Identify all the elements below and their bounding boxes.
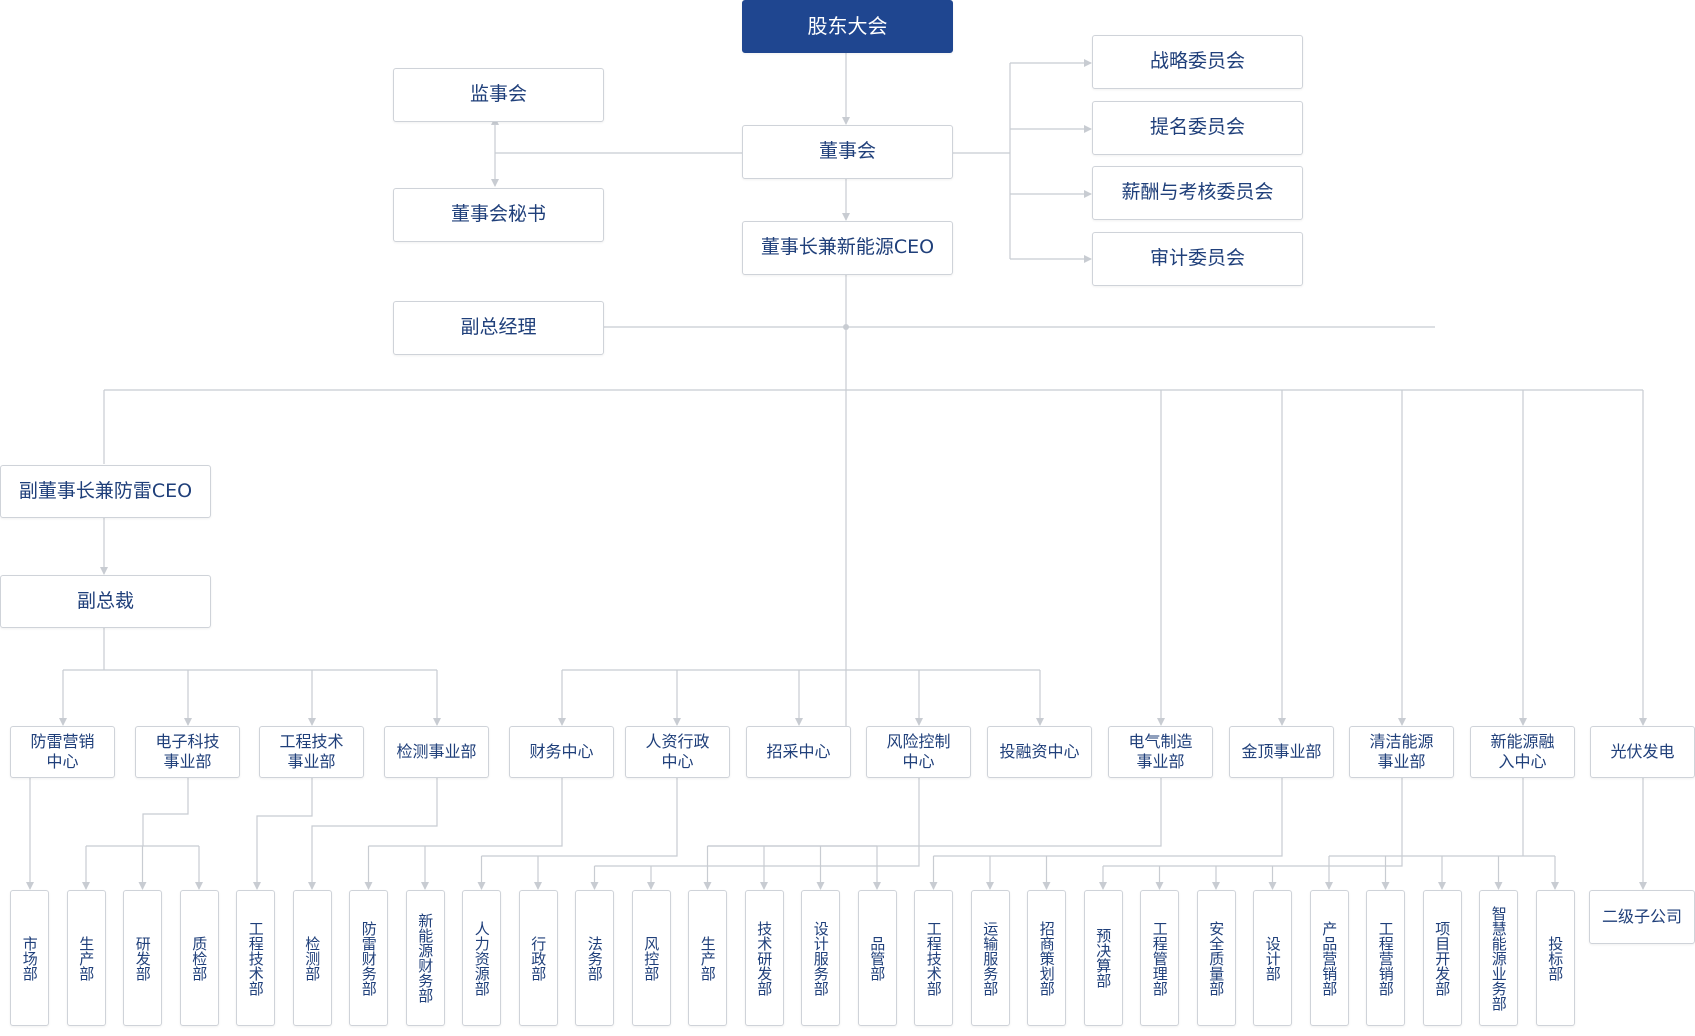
sub-department-node: 防雷财务部 [349, 890, 388, 1026]
department-node: 财务中心 [509, 726, 614, 778]
department-node: 电子科技 事业部 [135, 726, 240, 778]
vice-chairman-ceo-node: 副董事长兼防雷CEO [0, 465, 211, 518]
chairman-ceo-node: 董事长兼新能源CEO [742, 221, 953, 275]
supervisory-board-node: 监事会 [393, 68, 604, 122]
connector [481, 778, 678, 857]
sub-department-node: 人力资源部 [462, 890, 501, 1026]
sub-department-node: 品管部 [857, 890, 897, 1026]
nomination-committee-node: 提名委员会 [1092, 101, 1303, 155]
department-node: 电气制造 事业部 [1108, 726, 1213, 778]
sub-department-node: 投标部 [1535, 890, 1575, 1026]
sub-department-node: 产品营销部 [1309, 890, 1349, 1026]
shareholders-meeting-node: 股东大会 [742, 0, 953, 53]
sub-department-node: 市场部 [10, 890, 49, 1026]
sub-department-node: 工程技术部 [914, 890, 953, 1026]
deputy-gm-node: 副总经理 [393, 301, 604, 355]
sub-department-node: 新能源财务部 [405, 890, 445, 1026]
sub-department-node: 运输服务部 [970, 890, 1010, 1026]
sub-department-node: 项目开发部 [1422, 890, 1462, 1026]
connector [594, 778, 920, 867]
connector [1103, 778, 1403, 867]
department-node: 工程技术 事业部 [259, 726, 364, 778]
sub-department-node: 生产部 [688, 890, 727, 1026]
sub-department-node: 工程营销部 [1366, 890, 1405, 1026]
department-node: 防雷营销 中心 [10, 726, 115, 778]
department-node: 投融资中心 [987, 726, 1092, 778]
connector [933, 778, 1283, 857]
department-node: 人资行政 中心 [625, 726, 730, 778]
compensation-committee-node: 薪酬与考核委员会 [1092, 166, 1303, 220]
connector [368, 778, 563, 847]
sub-department-node: 生产部 [66, 890, 106, 1026]
subsidiary-node: 二级子公司 [1589, 890, 1695, 944]
sub-department-node: 安全质量部 [1196, 890, 1236, 1026]
department-node: 新能源融 入中心 [1470, 726, 1575, 778]
board-secretary-node: 董事会秘书 [393, 188, 604, 242]
sub-department-node: 法务部 [575, 890, 614, 1026]
department-node: 金顶事业部 [1229, 726, 1334, 778]
connector [308, 778, 438, 890]
department-node: 清洁能源 事业部 [1349, 726, 1454, 778]
sub-department-node: 工程技术部 [236, 890, 275, 1026]
sub-department-node: 风控部 [631, 890, 671, 1026]
sub-department-node: 智慧能源业务部 [1479, 890, 1518, 1026]
department-node: 光伏发电 [1590, 726, 1695, 778]
connector [142, 778, 189, 846]
connector [253, 778, 313, 890]
department-node: 招采中心 [746, 726, 851, 778]
sub-department-node: 研发部 [123, 890, 162, 1026]
vice-president-node: 副总裁 [0, 575, 211, 628]
strategy-committee-node: 战略委员会 [1092, 35, 1303, 89]
department-node: 风险控制 中心 [866, 726, 971, 778]
sub-department-node: 设计服务部 [801, 890, 840, 1026]
department-node: 检测事业部 [384, 726, 489, 778]
board-of-directors-node: 董事会 [742, 125, 953, 179]
sub-department-node: 行政部 [518, 890, 558, 1026]
sub-department-node: 质检部 [179, 890, 219, 1026]
audit-committee-node: 审计委员会 [1092, 232, 1303, 286]
sub-department-node: 工程管理部 [1140, 890, 1179, 1026]
sub-department-node: 检测部 [292, 890, 332, 1026]
junction-dot [843, 324, 849, 330]
sub-department-node: 设计部 [1253, 890, 1292, 1026]
sub-department-node: 技术研发部 [744, 890, 784, 1026]
sub-department-node: 招商策划部 [1027, 890, 1066, 1026]
sub-department-node: 预决算部 [1083, 890, 1123, 1026]
